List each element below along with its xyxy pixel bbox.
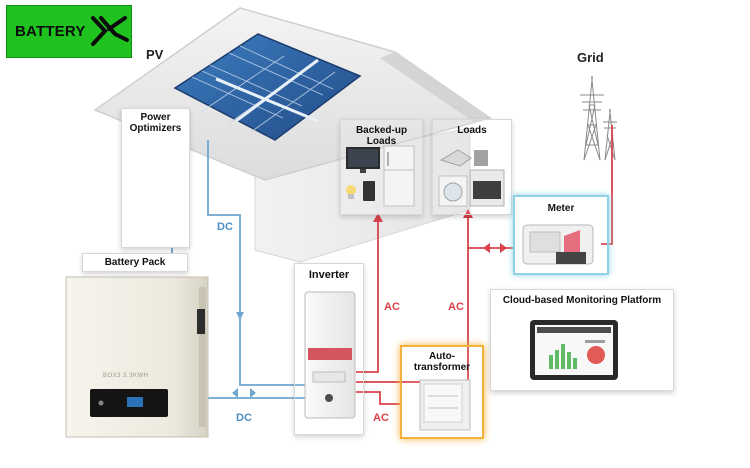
pv-label: PV (146, 47, 164, 62)
phone-icon (363, 181, 375, 201)
solar-panels (173, 33, 362, 141)
cloud-platform-title: Cloud-based Monitoring Platform (502, 295, 662, 306)
brand-x-icon (91, 16, 129, 46)
ac-auto-label: AC (373, 412, 389, 424)
battery-device (65, 276, 209, 438)
battery-model-text: BOX3 3.3KWH (103, 373, 149, 379)
autotransformer-title-line2: transformer (413, 362, 471, 373)
meter-title: Meter (547, 203, 575, 214)
power-optimizers-card: Power Optimizers (121, 108, 190, 248)
tablet-device (530, 320, 618, 380)
dc-top-wire (207, 140, 305, 386)
dc-right-arrow (250, 388, 256, 398)
ac-loads-up-arrow (463, 209, 473, 218)
loads-title: Loads (457, 125, 487, 136)
dc-arrows (232, 312, 256, 398)
dc-bottom-label: DC (236, 412, 252, 424)
inverter-title: Inverter (308, 269, 350, 281)
ac-meter-left-arrow (483, 243, 490, 253)
battery-pack-label-box: Battery Pack (82, 253, 188, 272)
grid-label: Grid (577, 50, 604, 65)
bulb-icon (346, 185, 356, 195)
ac-auto-wire (356, 391, 400, 405)
iron-icon (439, 149, 472, 167)
cloud-platform-card: Cloud-based Monitoring Platform (490, 289, 674, 391)
autotransformer-device (419, 379, 471, 431)
roof-gable (380, 52, 490, 123)
battery-pack-title: Battery Pack (104, 257, 166, 268)
backed-up-loads-title: Backed-up Loads (355, 125, 408, 147)
dc-left-arrow (232, 388, 238, 398)
kettle-icon (474, 150, 488, 166)
ac-meter-right-arrow (500, 243, 507, 253)
solar-array (173, 33, 362, 141)
dc-down-arrow (236, 312, 244, 320)
power-optimizers-title-line1: Power (140, 112, 171, 123)
meter-device (522, 224, 594, 265)
loads-card: Loads (432, 119, 512, 215)
meter-card: Meter (513, 195, 609, 275)
inverter-device (304, 291, 356, 419)
backed-up-loads-card: Backed-up Loads (340, 119, 423, 215)
autotransformer-title-line1: Auto- (428, 351, 456, 362)
autotransformer-card: Auto- transformer (400, 345, 484, 439)
power-optimizers-title-line2: Optimizers (129, 123, 182, 134)
ac-arrows (373, 209, 507, 253)
brand-logo: BATTERY (6, 5, 132, 58)
ac-up-arrow (373, 213, 383, 222)
dc-top-label: DC (217, 221, 233, 233)
ac-backed-up-label: AC (384, 301, 400, 313)
brand-logo-text: BATTERY (15, 23, 86, 40)
grid-towers (580, 76, 617, 161)
ac-grid-wire (601, 125, 613, 245)
inverter-card: Inverter (294, 263, 364, 435)
load-appliances (438, 149, 505, 207)
ac-loads-label: AC (448, 301, 464, 313)
backed-up-load-appliances (346, 145, 415, 207)
